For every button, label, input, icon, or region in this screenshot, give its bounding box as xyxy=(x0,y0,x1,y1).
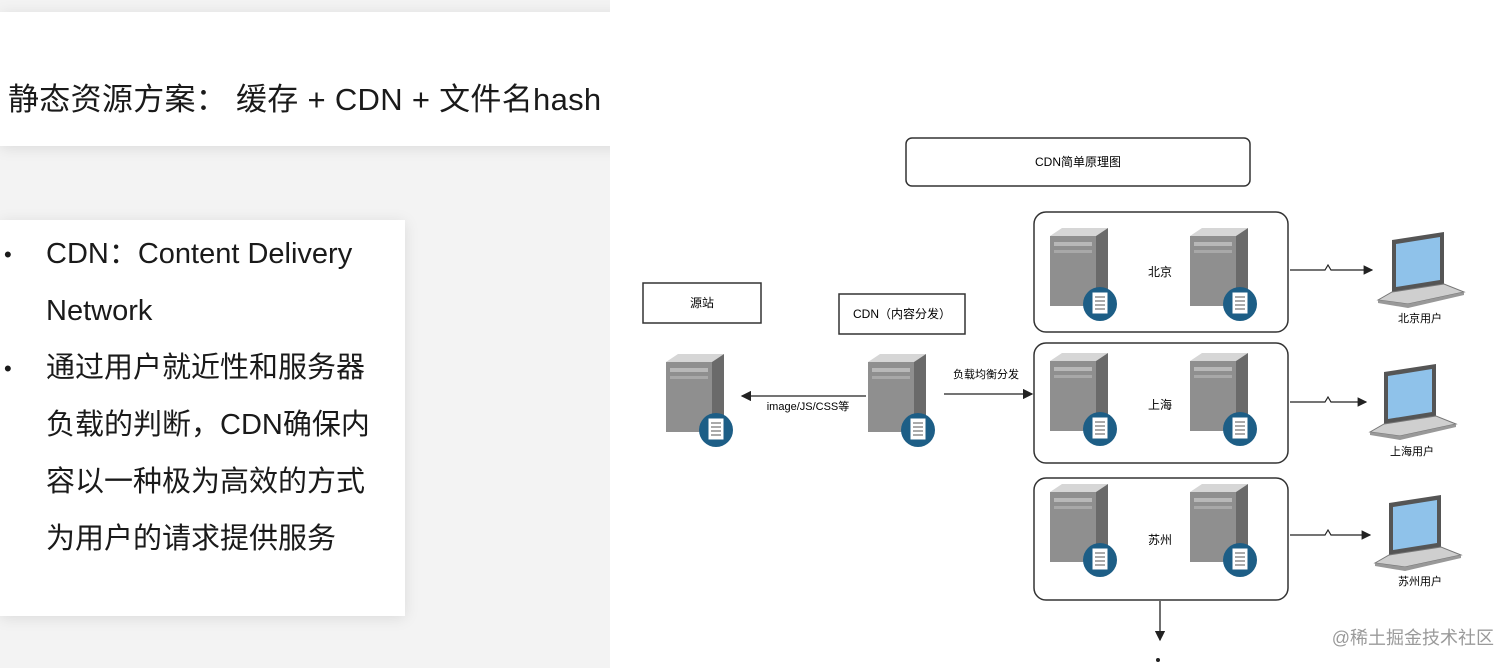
bullet-list-card xyxy=(0,220,405,616)
bullet-dot: • xyxy=(4,242,12,267)
node-suzhou: 苏州 苏州用户 xyxy=(1033,477,1462,601)
title-card: 静态资源方案： 缓存 + CDN + 文件名hash xyxy=(0,12,662,146)
bullet-item: • CDN：Content Delivery Network xyxy=(4,226,386,340)
fetch-label: image/JS/CSS等 xyxy=(767,399,850,413)
node-city: 北京 xyxy=(1148,265,1172,279)
origin-label: 源站 xyxy=(690,296,714,310)
node-city: 苏州 xyxy=(1148,533,1172,547)
cdn-label-box xyxy=(838,293,966,335)
user-label: 上海用户 xyxy=(1390,444,1434,458)
distribution-arrow xyxy=(1290,528,1372,540)
balance-label: 负载均衡分发 xyxy=(953,367,1019,381)
watermark: @稀土掘金技术社区 xyxy=(1331,628,1494,648)
node-beijing: 北京 北京用户 xyxy=(1033,211,1465,333)
bullet-item: • 通过用户就近性和服务器负载的判断，CDN确保内容以一种极为高效的方式为用户的… xyxy=(4,340,386,568)
user-label: 苏州用户 xyxy=(1398,574,1442,588)
diagram-title: CDN简单原理图 xyxy=(1035,155,1121,169)
user-label: 北京用户 xyxy=(1398,311,1442,325)
bullet-text: 通过用户就近性和服务器负载的判断，CDN确保内容以一种极为高效的方式为用户的请求… xyxy=(46,352,370,555)
cdn-label: CDN（内容分发） xyxy=(853,306,951,321)
bullet-dot: • xyxy=(4,356,12,381)
origin-label-box xyxy=(642,282,762,324)
diagram-title-box xyxy=(905,137,1251,187)
bullet-text: CDN：Content Delivery Network xyxy=(46,238,353,327)
node-shanghai: 上海 上海用户 xyxy=(1033,342,1457,464)
page-title: 静态资源方案： 缓存 + CDN + 文件名hash xyxy=(8,82,602,117)
continuation-dot xyxy=(1156,658,1160,662)
distribution-arrow xyxy=(1290,263,1374,275)
distribution-arrow xyxy=(1290,395,1368,407)
node-city: 上海 xyxy=(1148,397,1172,412)
